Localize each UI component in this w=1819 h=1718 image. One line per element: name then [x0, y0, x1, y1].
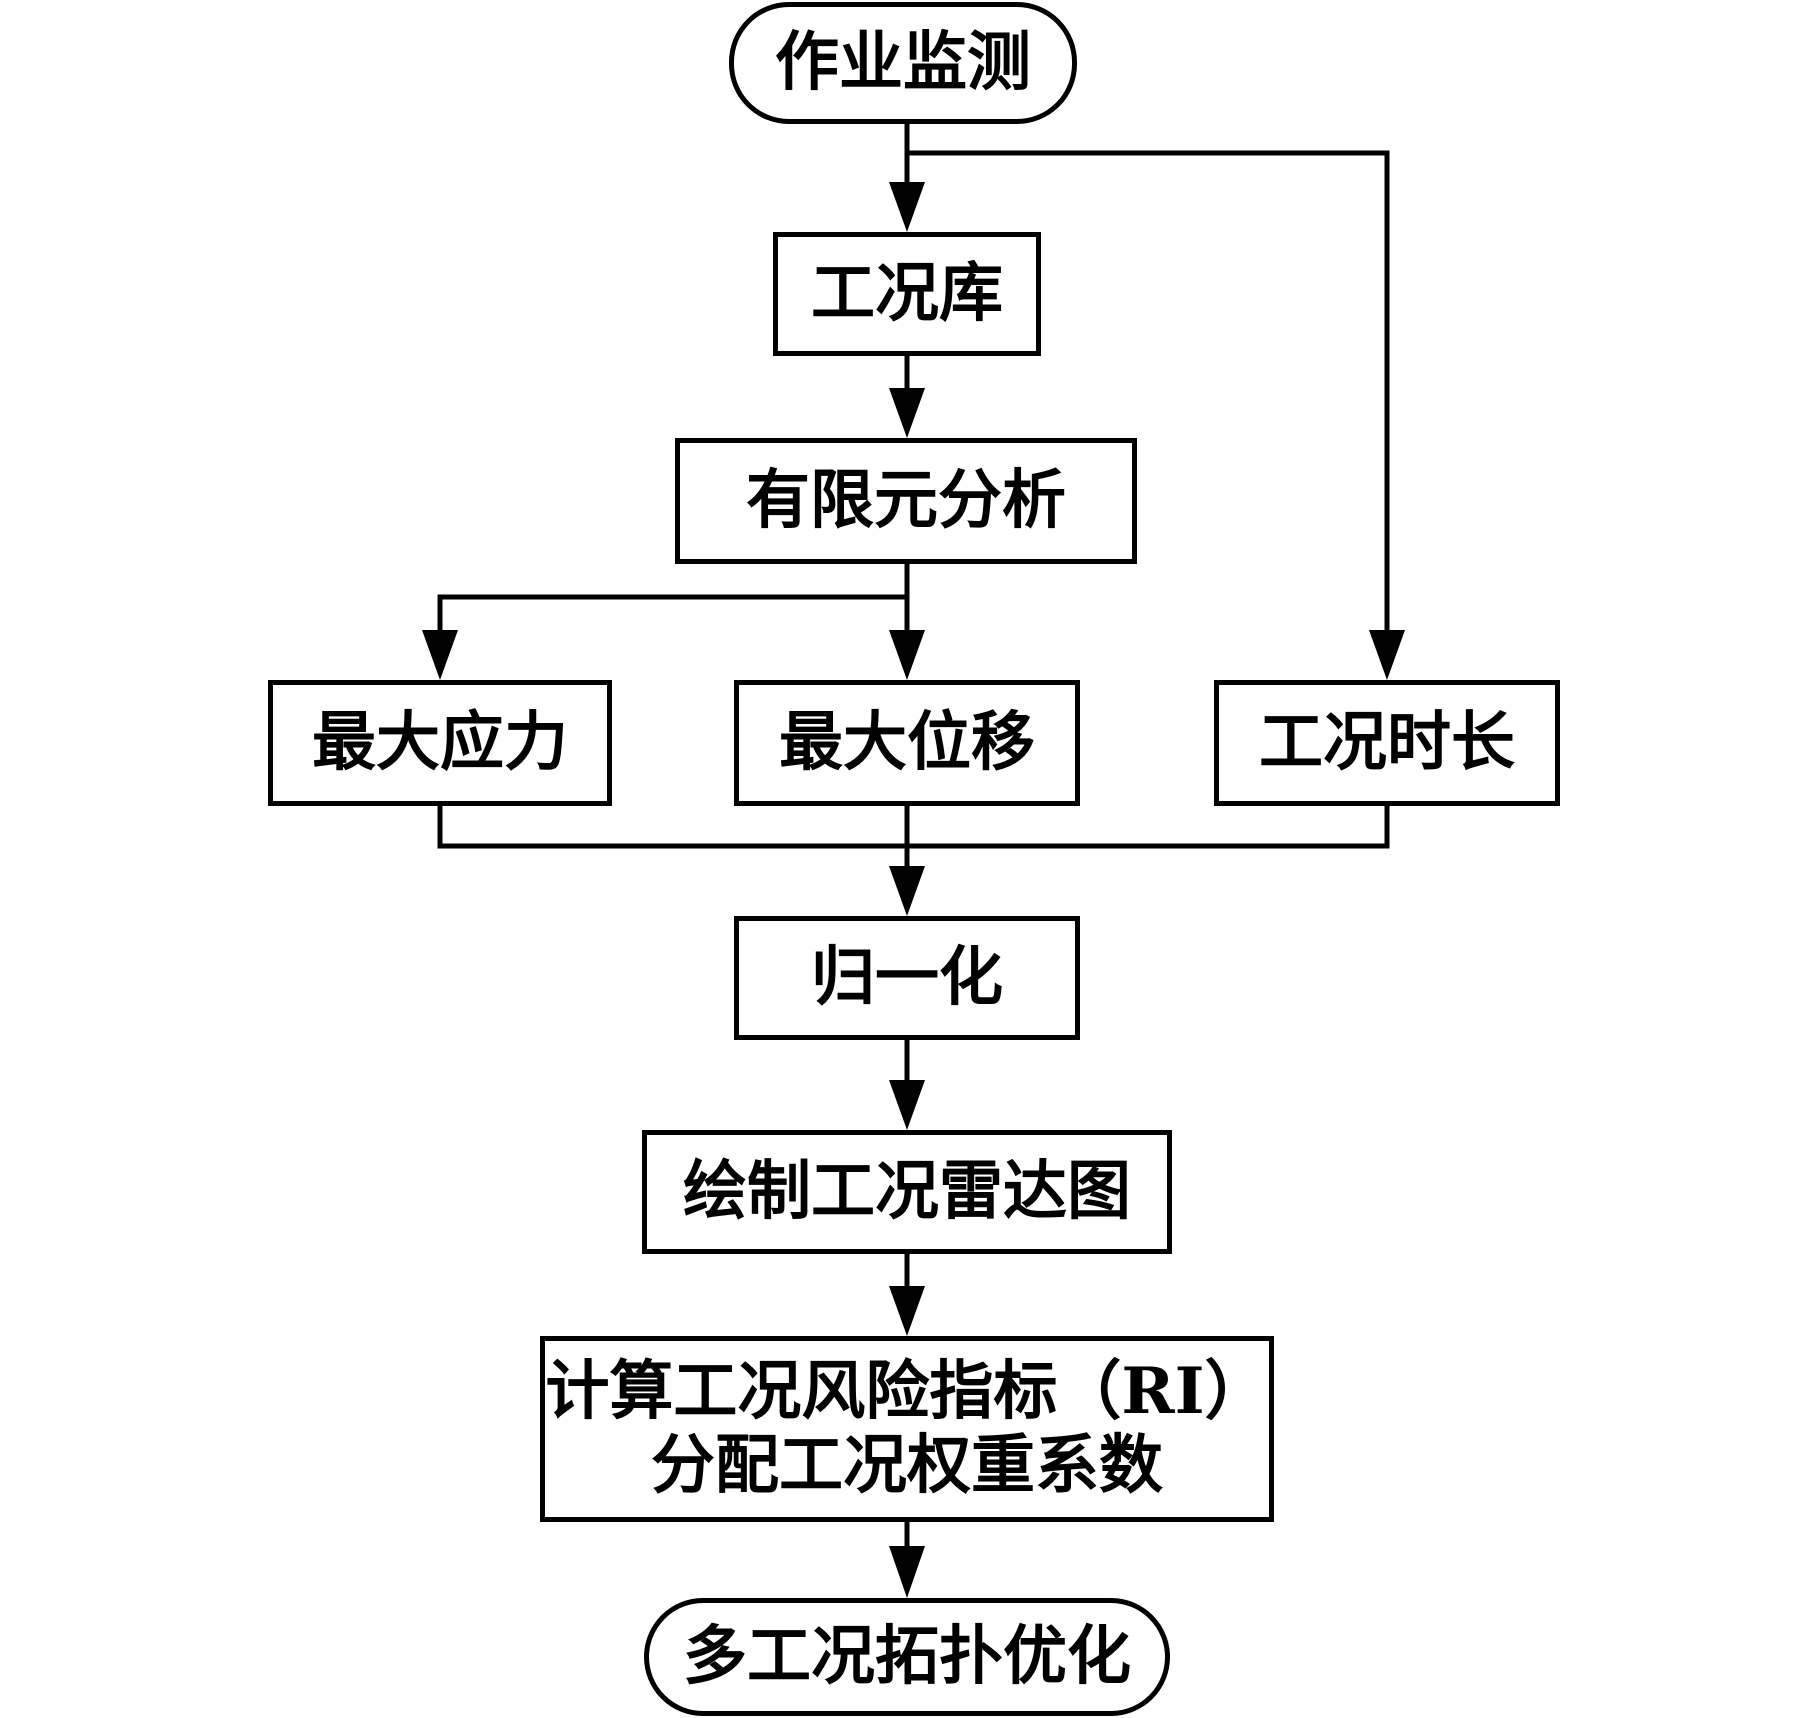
node-fea: 有限元分析 [675, 438, 1137, 564]
node-monitor-label: 作业监测 [775, 25, 1031, 101]
node-normalize-label: 归一化 [811, 940, 1003, 1016]
edge-monitor-duration [904, 150, 1390, 631]
arrowhead-duration [1369, 630, 1405, 680]
arrowhead-library [889, 182, 925, 232]
node-library: 工况库 [773, 232, 1041, 356]
edge-maxstress-merge [437, 800, 1390, 849]
node-max-stress: 最大应力 [268, 680, 612, 806]
node-monitor: 作业监测 [729, 2, 1077, 124]
arrowhead-risk [889, 1286, 925, 1336]
node-max-stress-label: 最大应力 [312, 705, 568, 781]
node-radar-label: 绘制工况雷达图 [683, 1154, 1131, 1230]
arrowhead-normalize [889, 866, 925, 916]
arrowhead-maxstress [422, 630, 458, 680]
node-risk-label-line2: 分配工况权重系数 [651, 1428, 1163, 1503]
node-normalize: 归一化 [734, 916, 1080, 1040]
node-max-displacement: 最大位移 [734, 680, 1080, 806]
node-duration: 工况时长 [1214, 680, 1560, 806]
node-topology-optimization: 多工况拓扑优化 [644, 1598, 1170, 1716]
node-max-displacement-label: 最大位移 [779, 705, 1035, 781]
node-radar: 绘制工况雷达图 [642, 1130, 1172, 1254]
arrowhead-radar [889, 1080, 925, 1130]
node-topology-optimization-label: 多工况拓扑优化 [683, 1619, 1131, 1695]
node-risk: 计算工况风险指标（RI） 分配工况权重系数 [540, 1336, 1274, 1522]
arrowhead-topo [889, 1546, 925, 1598]
node-library-label: 工况库 [811, 256, 1003, 332]
node-fea-label: 有限元分析 [746, 463, 1066, 539]
node-risk-label-line1: 计算工况风险指标（RI） [545, 1354, 1269, 1430]
arrowhead-fea [889, 388, 925, 438]
edge-fea-maxstress [437, 594, 910, 631]
arrowhead-maxdisp [889, 630, 925, 680]
node-duration-label: 工况时长 [1259, 705, 1515, 781]
